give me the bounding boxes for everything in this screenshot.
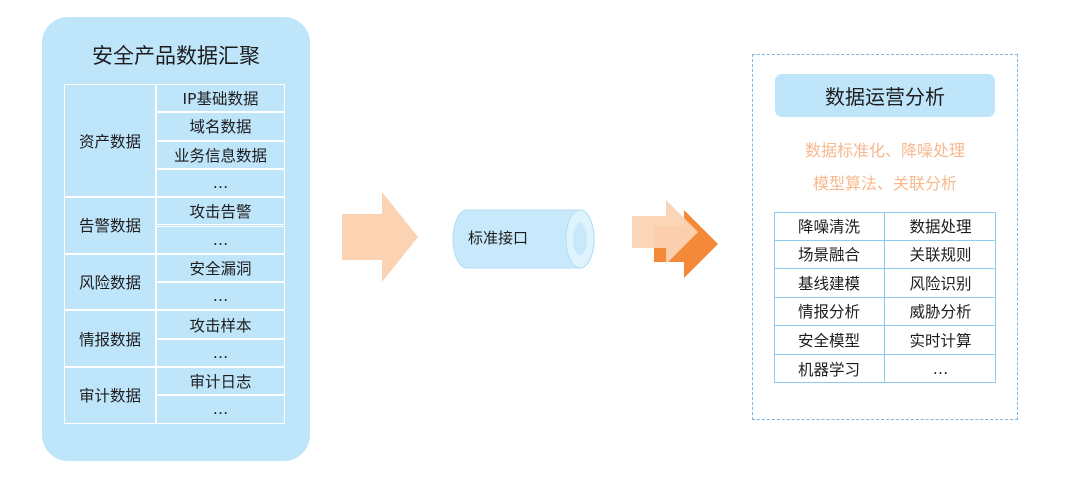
analysis-cell: 机器学习 — [774, 354, 885, 383]
analysis-cell: 实时计算 — [885, 326, 996, 355]
item-cell: … — [156, 395, 285, 424]
pipe-icon — [452, 209, 595, 269]
operations-grid-frame — [774, 212, 996, 383]
double-right-arrow-icon — [632, 200, 718, 278]
item-cell: … — [156, 338, 285, 367]
right-arrow-icon — [342, 192, 418, 282]
aggregation-panel — [42, 17, 310, 461]
operations-desc-line2: 模型算法、关联分析 — [812, 174, 957, 193]
analysis-cell: 降噪清洗 — [774, 212, 885, 241]
analysis-cell: 基线建模 — [774, 269, 885, 298]
item-cell: … — [156, 168, 285, 198]
item-cell: 攻击样本 — [156, 310, 285, 339]
analysis-cell: 数据处理 — [885, 212, 996, 241]
analysis-cell: … — [932, 359, 949, 378]
interface-label: 标准接口 — [468, 229, 529, 247]
item-cell: … — [156, 225, 285, 254]
analysis-cell: 情报分析 — [774, 297, 885, 326]
category-cell: 资产数据 — [64, 84, 156, 198]
item-cell: 审计日志 — [156, 367, 285, 396]
operations-panel — [752, 54, 1018, 420]
item-cell: 安全漏洞 — [156, 253, 285, 283]
analysis-cell: 安全模型 — [774, 326, 885, 355]
item-cell: 攻击告警 — [156, 197, 285, 226]
operations-title: 数据运营分析 — [775, 74, 995, 117]
category-cell: 风险数据 — [64, 253, 156, 311]
operations-desc-line1: 数据标准化、降噪处理 — [804, 141, 965, 160]
analysis-cell: 威胁分析 — [885, 298, 996, 326]
item-cell: 业务信息数据 — [156, 140, 285, 169]
analysis-cell: 场景融合 — [774, 240, 885, 269]
category-cell: 告警数据 — [64, 197, 156, 254]
analysis-cell: 风险识别 — [885, 269, 996, 298]
category-cell: 审计数据 — [64, 367, 156, 424]
item-cell: 域名数据 — [156, 112, 285, 141]
item-cell: … — [156, 282, 285, 311]
aggregation-title: 安全产品数据汇聚 — [92, 44, 260, 68]
category-cell: 情报数据 — [64, 310, 156, 367]
analysis-cell: 关联规则 — [885, 241, 996, 269]
item-cell: IP基础数据 — [156, 84, 285, 113]
